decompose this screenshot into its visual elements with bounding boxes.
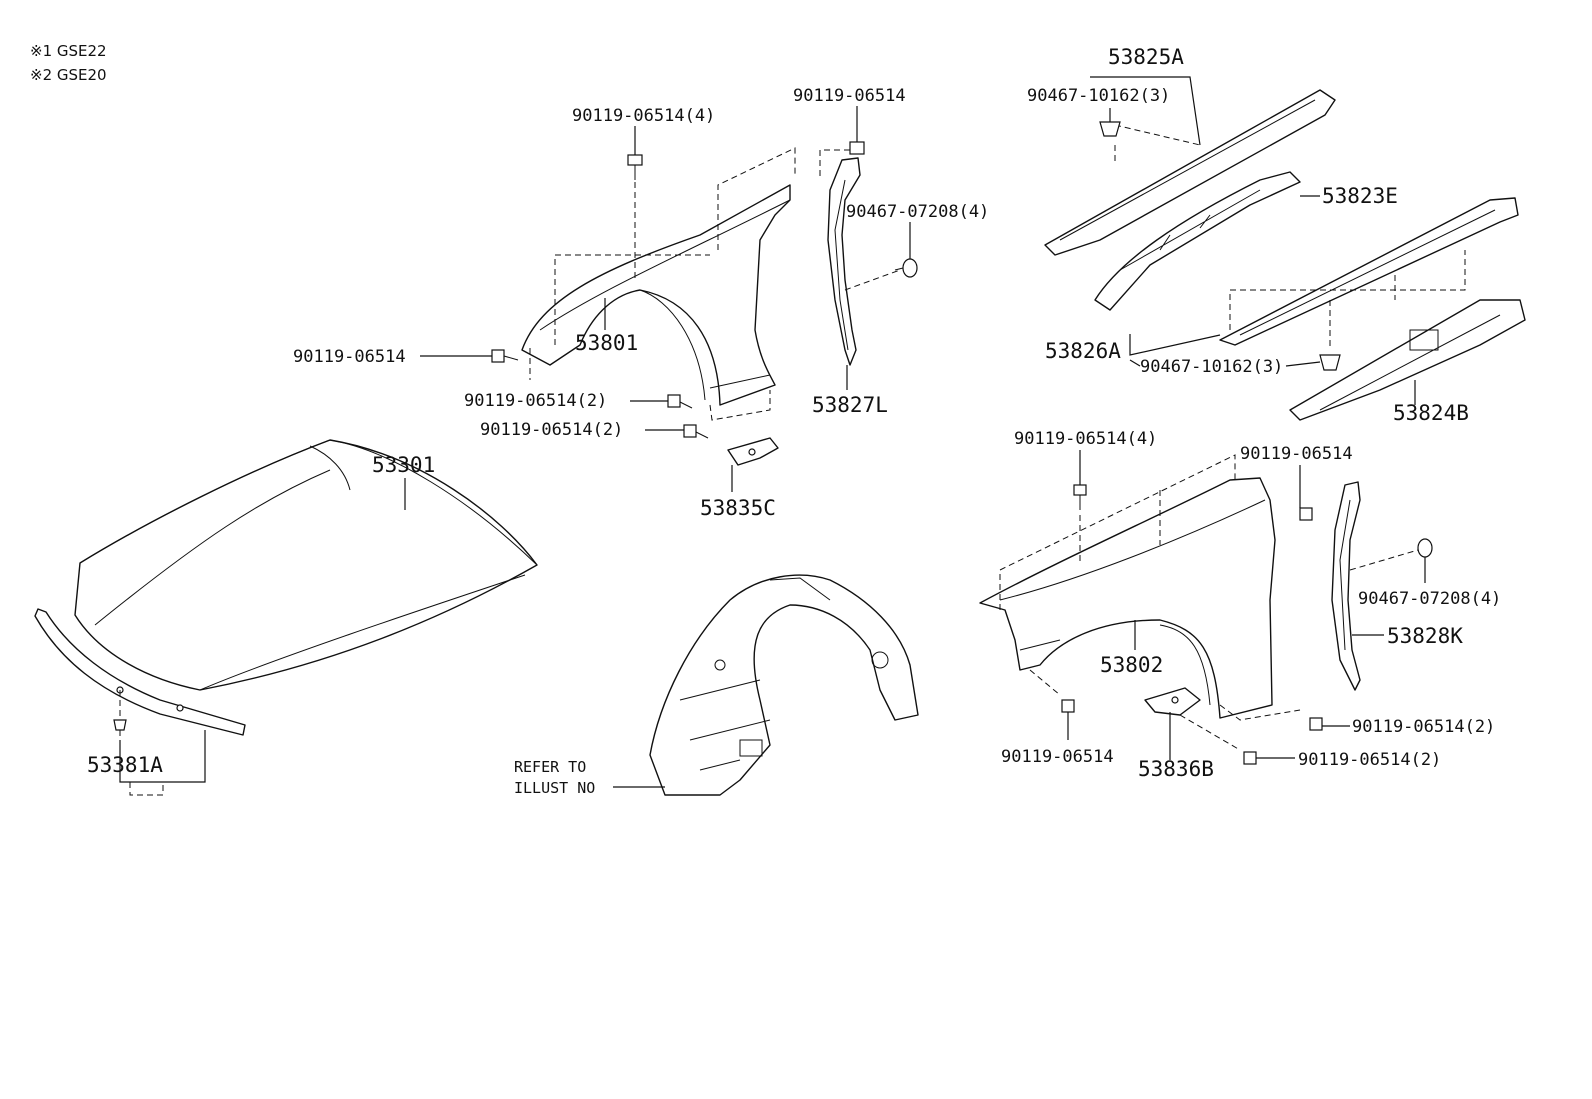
bolt-right-lower-d[interactable] bbox=[1243, 751, 1257, 765]
label-53301: 53301 bbox=[372, 453, 435, 477]
label-90119-06514-2-a: 90119-06514(2) bbox=[464, 391, 607, 411]
bolt-left-fender-side[interactable] bbox=[491, 349, 519, 363]
label-90119-06514-left: 90119-06514 bbox=[293, 347, 406, 367]
bolt-lower-a[interactable] bbox=[667, 394, 693, 409]
label-90119-06514-bottom: 90119-06514 bbox=[1001, 747, 1114, 767]
label-90119-06514-2-c: 90119-06514(2) bbox=[1352, 717, 1495, 737]
rail-53823E[interactable] bbox=[1094, 171, 1301, 311]
clip-90467-07208-left[interactable] bbox=[894, 258, 918, 278]
bolt-left-fender-top[interactable] bbox=[627, 154, 643, 180]
label-90119-06514-right: 90119-06514 bbox=[1240, 444, 1353, 464]
label-90119-06514-4-right: 90119-06514(4) bbox=[1014, 429, 1157, 449]
clip-53381A[interactable] bbox=[113, 719, 127, 736]
label-90467-10162-mid: 90467-10162(3) bbox=[1140, 357, 1283, 377]
bolt-right-bottom[interactable] bbox=[1061, 699, 1075, 713]
bolt-right-fender-top[interactable] bbox=[1073, 484, 1087, 510]
clip-90467-10162-mid[interactable] bbox=[1319, 354, 1341, 371]
bracket-53836B[interactable] bbox=[1144, 687, 1201, 716]
label-53824B: 53824B bbox=[1393, 401, 1469, 425]
rail-53826A[interactable] bbox=[1219, 197, 1519, 346]
label-53381A: 53381A bbox=[87, 753, 163, 777]
bracket-53828K[interactable] bbox=[1331, 481, 1361, 691]
label-53835C: 53835C bbox=[700, 496, 776, 520]
label-53826A: 53826A bbox=[1045, 339, 1121, 363]
label-53801: 53801 bbox=[575, 331, 638, 355]
label-53827L: 53827L bbox=[812, 393, 888, 417]
hood-seal-53381A[interactable] bbox=[34, 608, 246, 736]
bracket-53827L[interactable] bbox=[827, 157, 861, 366]
rail-53825A[interactable] bbox=[1044, 89, 1336, 256]
label-53802: 53802 bbox=[1100, 653, 1163, 677]
clip-90467-07208-right[interactable] bbox=[1417, 538, 1433, 558]
label-90467-10162-top: 90467-10162(3) bbox=[1027, 86, 1170, 106]
clip-90467-10162-top[interactable] bbox=[1099, 121, 1121, 137]
label-53836B: 53836B bbox=[1138, 757, 1214, 781]
label-90467-07208-right: 90467-07208(4) bbox=[1358, 589, 1501, 609]
note-gse20: ※2 GSE20 bbox=[30, 66, 107, 84]
label-90467-07208-top: 90467-07208(4) bbox=[846, 202, 989, 222]
hood-53301[interactable] bbox=[74, 439, 538, 691]
label-53828K: 53828K bbox=[1387, 624, 1463, 648]
label-90119-06514-4-top: 90119-06514(4) bbox=[572, 106, 715, 126]
bracket-53835C[interactable] bbox=[727, 437, 779, 466]
note-gse22: ※1 GSE22 bbox=[30, 42, 107, 60]
label-90119-06514-2-b: 90119-06514(2) bbox=[480, 420, 623, 440]
refer-to-label: REFER TO bbox=[514, 758, 586, 776]
label-90119-06514-2-d: 90119-06514(2) bbox=[1298, 750, 1441, 770]
rail-53824B[interactable] bbox=[1289, 299, 1526, 421]
fender-53801[interactable] bbox=[521, 184, 791, 406]
label-53823E: 53823E bbox=[1322, 184, 1398, 208]
bolt-lower-b[interactable] bbox=[683, 424, 709, 439]
bolt-left-bracket-top[interactable] bbox=[849, 141, 865, 155]
fender-53802[interactable] bbox=[979, 477, 1276, 719]
illust-no-label: ILLUST NO bbox=[514, 779, 595, 797]
bolt-right-fender-side[interactable] bbox=[1299, 507, 1313, 521]
fender-liner[interactable] bbox=[649, 574, 919, 796]
label-53825A: 53825A bbox=[1108, 45, 1184, 69]
bolt-right-lower-c[interactable] bbox=[1309, 717, 1323, 731]
label-90119-06514-top: 90119-06514 bbox=[793, 86, 906, 106]
